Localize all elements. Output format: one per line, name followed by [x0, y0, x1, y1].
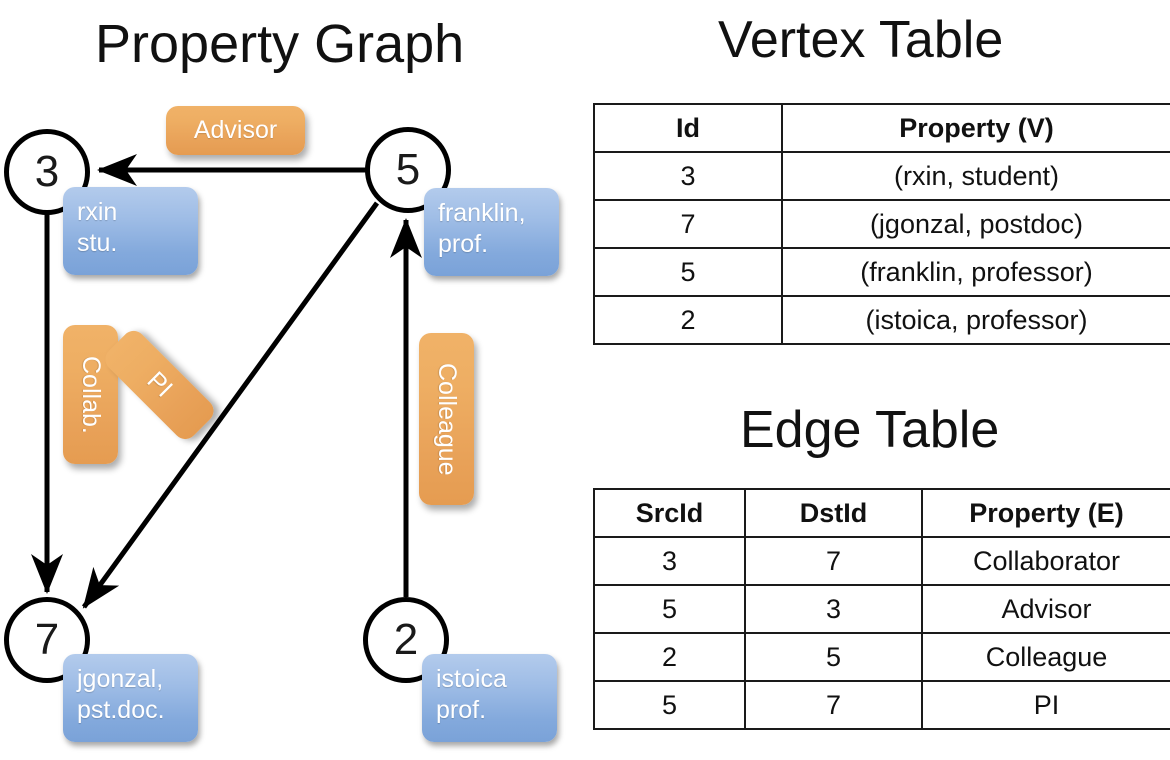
vertex-badge-rxin-line2: stu. [77, 228, 118, 257]
table-row: 5 3 Advisor [593, 584, 1170, 634]
section-title-edge-table: Edge Table [740, 401, 1000, 459]
edge-5-to-7-pi [81, 201, 380, 609]
vertex-badge-jgonzal-line1: jgonzal, [77, 665, 164, 693]
edge-table-cell-dstid: 5 [744, 632, 923, 682]
vertex-table-cell-id: 3 [593, 151, 783, 201]
table-row: 3 7 Collaborator [593, 536, 1170, 586]
edge-badge-collab: Collab. [63, 325, 118, 464]
edge-table-cell-property: Advisor [921, 584, 1170, 634]
vertex-badge-jgonzal: jgonzal, pst.doc. [63, 654, 198, 742]
edge-badge-pi-text: PI [141, 366, 179, 403]
vertex-table-header-property: Property (V) [781, 103, 1170, 153]
table-row: 5 (franklin, professor) [593, 247, 1170, 297]
vertex-table-cell-property: (istoica, professor) [781, 295, 1170, 345]
table-row: 2 5 Colleague [593, 632, 1170, 682]
vertex-table-cell-id: 2 [593, 295, 783, 345]
edge-table-cell-dstid: 3 [744, 584, 923, 634]
vertex-badge-istoica-line1: istoica [436, 665, 507, 693]
vertex-node-2[interactable]: 2 [363, 597, 449, 683]
edge-table-cell-srcid: 2 [593, 632, 746, 682]
table-row: 2 (istoica, professor) [593, 295, 1170, 345]
table-header-row: SrcId DstId Property (E) [593, 488, 1170, 538]
edge-table-cell-dstid: 7 [744, 680, 923, 730]
vertex-table-cell-property: (rxin, student) [781, 151, 1170, 201]
edge-table-cell-srcid: 3 [593, 536, 746, 586]
edge-table-header-dstid: DstId [744, 488, 923, 538]
property-graph-diagram: 3 5 7 2 rxin stu. franklin, prof. jgonza… [4, 106, 559, 742]
edge-badge-colleague: Colleague [419, 333, 474, 505]
edge-table-cell-dstid: 7 [744, 536, 923, 586]
edge-table-cell-property: Collaborator [921, 536, 1170, 586]
vertex-badge-franklin-line1: franklin, [438, 199, 526, 227]
vertex-badge-istoica-line2: prof. [436, 695, 487, 724]
vertex-table-cell-property: (franklin, professor) [781, 247, 1170, 297]
vertex-badge-jgonzal-line2: pst.doc. [77, 695, 165, 724]
table-row: 5 7 PI [593, 680, 1170, 730]
graph-edges-layer [31, 154, 422, 609]
vertex-badge-rxin-line1: rxin [77, 198, 118, 226]
edge-table-header-property: Property (E) [921, 488, 1170, 538]
vertex-table-cell-id: 5 [593, 247, 783, 297]
vertex-badge-rxin: rxin stu. [63, 187, 198, 275]
edge-table-header-srcid: SrcId [593, 488, 746, 538]
edge-table-cell-property: PI [921, 680, 1170, 730]
vertex-table: Id Property (V) 3 (rxin, student) 7 (jgo… [593, 103, 1170, 345]
vertex-table-header-id: Id [593, 103, 783, 153]
vertex-badge-franklin: franklin, prof. [424, 188, 559, 276]
edge-table-cell-srcid: 5 [593, 680, 746, 730]
edge-table-cell-property: Colleague [921, 632, 1170, 682]
vertex-table-cell-id: 7 [593, 199, 783, 249]
edge-table-cell-srcid: 5 [593, 584, 746, 634]
table-row: 3 (rxin, student) [593, 151, 1170, 201]
section-title-vertex-table: Vertex Table [718, 11, 1004, 69]
edge-badge-advisor: Advisor [166, 106, 305, 155]
page-title-property-graph: Property Graph [95, 14, 465, 74]
vertex-node-5[interactable]: 5 [365, 127, 451, 213]
vertex-badge-istoica: istoica prof. [422, 654, 557, 742]
edge-table: SrcId DstId Property (E) 3 7 Collaborato… [593, 488, 1170, 730]
table-row: 7 (jgonzal, postdoc) [593, 199, 1170, 249]
vertex-badge-franklin-line2: prof. [438, 229, 489, 258]
vertex-table-cell-property: (jgonzal, postdoc) [781, 199, 1170, 249]
table-header-row: Id Property (V) [593, 103, 1170, 153]
